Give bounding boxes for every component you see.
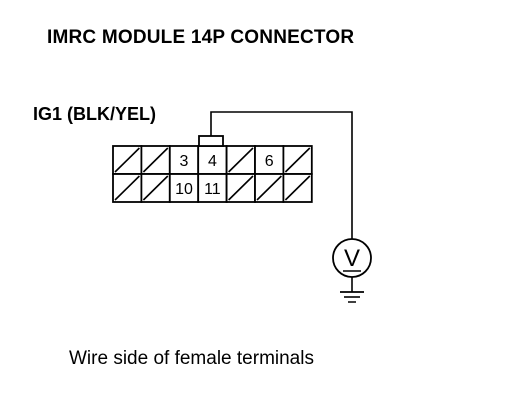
connector-pin-6: 6	[254, 145, 285, 175]
connector-cavity-empty	[140, 173, 171, 203]
pin-number: 4	[208, 153, 217, 170]
wire-label: IG1 (BLK/YEL)	[33, 104, 157, 124]
diagram-title: IMRC MODULE 14P CONNECTOR	[47, 27, 355, 48]
pin-number: 3	[180, 153, 189, 170]
connector-cavity-empty	[112, 145, 143, 175]
pin-number: 6	[265, 153, 274, 170]
connector-pin-10: 10	[168, 173, 200, 203]
pin-number: 10	[175, 181, 193, 198]
connector-pin-11: 11	[197, 173, 228, 203]
diagram-caption: Wire side of female terminals	[69, 348, 314, 369]
voltmeter-icon: V	[332, 238, 372, 278]
connector-cavity-empty	[225, 145, 256, 175]
connector-pin-3: 3	[168, 145, 200, 175]
test-wire	[210, 111, 353, 239]
empty-cavity-hatch	[256, 175, 282, 201]
connector-cavity-empty	[225, 173, 256, 203]
ground-icon	[340, 291, 364, 303]
empty-cavity-hatch	[114, 147, 140, 173]
voltmeter-symbol: V	[344, 245, 360, 272]
empty-cavity-hatch	[142, 147, 169, 173]
empty-cavity-hatch	[228, 147, 254, 173]
connector-cavity-empty	[254, 173, 285, 203]
connector-cavity-empty	[112, 173, 143, 203]
connector-cavity-empty	[282, 145, 313, 175]
empty-cavity-hatch	[142, 175, 169, 201]
empty-cavity-hatch	[284, 147, 311, 173]
empty-cavity-hatch	[284, 175, 311, 201]
pin-number: 11	[204, 181, 221, 198]
connector-cavity-empty	[282, 173, 313, 203]
connector-body: 3 4 6 10 11	[112, 145, 313, 203]
empty-cavity-hatch	[114, 175, 140, 201]
connector-cavity-empty	[140, 145, 171, 175]
connector-lock-tab	[198, 135, 224, 147]
connector-pin-4: 4	[197, 145, 228, 175]
empty-cavity-hatch	[228, 175, 254, 201]
